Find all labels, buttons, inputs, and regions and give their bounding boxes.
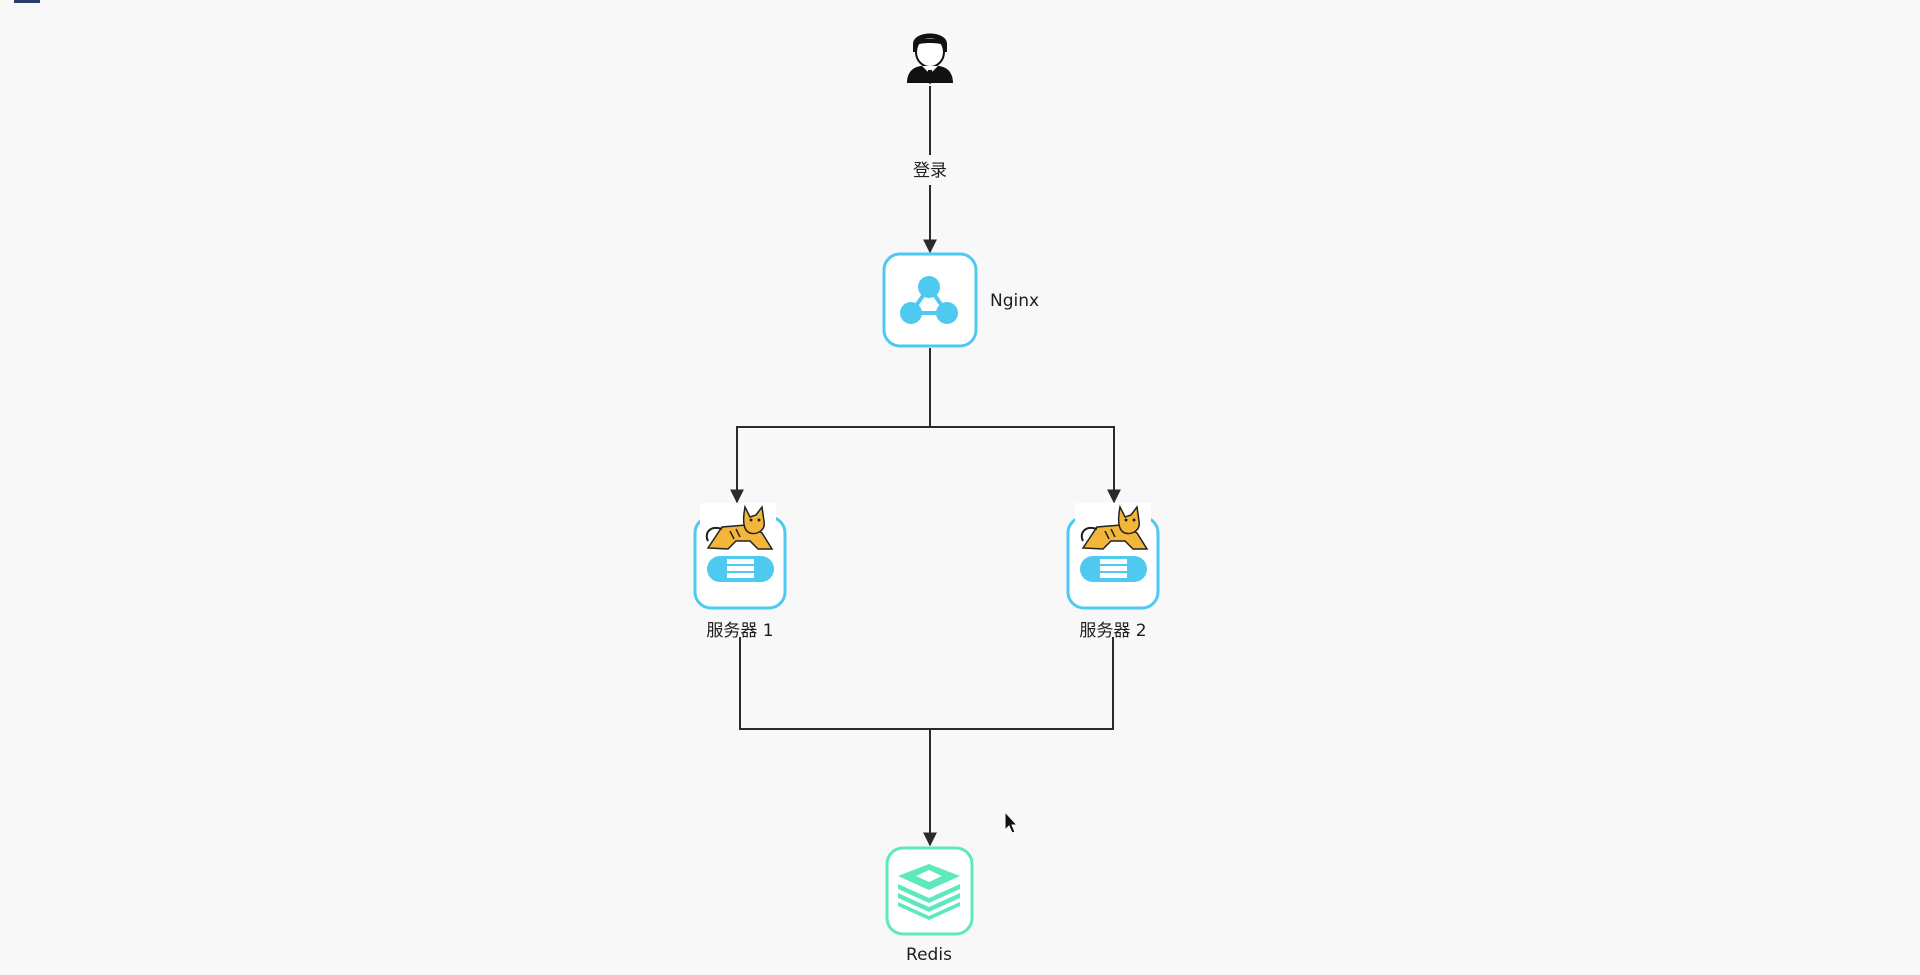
tomcat-icon bbox=[700, 503, 776, 553]
edge-nginx-split[interactable] bbox=[736, 426, 1115, 502]
login-label-bg bbox=[906, 157, 954, 183]
tomcat-icon bbox=[1075, 503, 1151, 553]
redis-frame bbox=[885, 846, 974, 936]
edge-servers-merge[interactable] bbox=[739, 637, 1114, 730]
nginx-frame bbox=[882, 252, 978, 348]
cursor-icon bbox=[1004, 810, 1019, 834]
redis-icon bbox=[898, 864, 960, 920]
user-icon[interactable] bbox=[907, 33, 953, 85]
server-icon bbox=[1080, 556, 1147, 582]
server1-label: 服务器 1 bbox=[706, 621, 773, 641]
login-edge-label: 登录 bbox=[913, 161, 947, 181]
redis-label: Redis bbox=[906, 945, 952, 965]
nginx-label: Nginx bbox=[990, 291, 1039, 311]
server1-node[interactable] bbox=[693, 503, 787, 610]
server-icon bbox=[707, 556, 774, 582]
nginx-icon bbox=[900, 276, 958, 324]
redis-node[interactable] bbox=[885, 846, 974, 936]
nginx-node[interactable] bbox=[882, 252, 978, 348]
server2-label: 服务器 2 bbox=[1079, 621, 1146, 641]
corner-artifact bbox=[14, 0, 40, 3]
server2-node[interactable] bbox=[1066, 503, 1160, 610]
connectors bbox=[730, 86, 1121, 847]
